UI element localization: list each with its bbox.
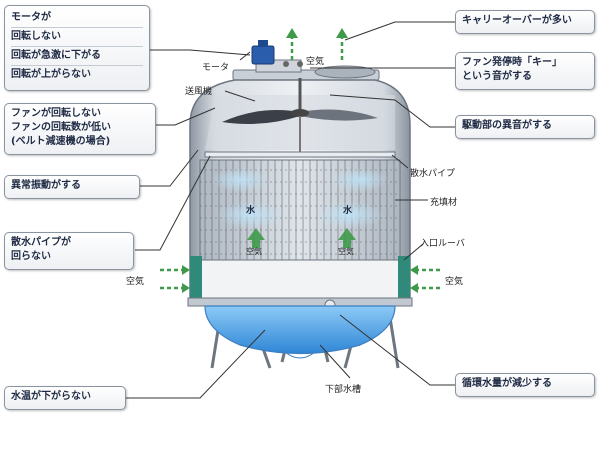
label-spray-pipe: 散水パイプ <box>410 169 456 179</box>
callout-motor-line-4: 回転が上がらない <box>11 69 91 80</box>
callout-noise-line-1: ファン発停時「キー」 <box>462 57 562 68</box>
side-air-arrows <box>160 268 440 290</box>
label-motor: モータ <box>202 63 230 73</box>
callout-fan-issues: ファンが回転しない ファンの回転数が低い (ベルト減速機の場合) <box>4 103 156 155</box>
label-air-top: 空気 <box>306 57 325 67</box>
callout-motor-line-3: 回転が急激に下がる <box>11 47 143 66</box>
callout-water-temp: 水温が下がらない <box>4 386 126 410</box>
motor-icon <box>251 40 303 67</box>
callout-carryover: キャリーオーバーが多い <box>455 10 595 34</box>
fill-media <box>199 159 401 261</box>
inlet-louver-left <box>190 256 202 300</box>
callout-circulation: 循環水量が減少する <box>455 373 595 397</box>
callout-water-temp-text: 水温が下がらない <box>11 391 91 402</box>
label-air-inner-left: 空気 <box>246 247 262 256</box>
label-fill: 充填材 <box>430 198 458 208</box>
callout-motor-issues: モータが 回転しない 回転が急激に下がる 回転が上がらない <box>4 5 150 91</box>
label-water-right: 水 <box>343 206 353 216</box>
label-air-right: 空気 <box>445 277 464 287</box>
callout-spray-pipe: 散水パイプが 回らない <box>4 232 134 270</box>
callout-pipe-line-1: 散水パイプが <box>11 237 71 248</box>
exhaust-air-arrows <box>290 36 344 60</box>
callout-noise-line-2: という音がする <box>462 71 532 82</box>
callout-drive-noise-text: 駆動部の異音がする <box>462 120 552 131</box>
label-basin: 下部水槽 <box>325 385 362 395</box>
callout-fan-line-1: ファンが回転しない <box>11 108 101 119</box>
fan-icon <box>222 78 378 124</box>
spray-pipe-icon <box>204 116 396 158</box>
label-blower: 送風機 <box>185 87 213 97</box>
inlet-louver-right <box>398 256 410 300</box>
callout-vibration: 異常振動がする <box>4 175 140 199</box>
callout-fan-line-3: (ベルト減速機の場合) <box>11 136 111 147</box>
callout-carryover-text: キャリーオーバーが多い <box>462 15 572 26</box>
callout-circulation-text: 循環水量が減少する <box>462 378 552 389</box>
inner-air-arrows <box>247 228 356 248</box>
callout-pipe-line-2: 回らない <box>11 251 51 262</box>
callout-motor-line-1: モータが <box>11 9 143 28</box>
callout-drive-noise: 駆動部の異音がする <box>455 115 595 139</box>
callout-fan-line-2: ファンの回転数が低い <box>11 122 111 133</box>
label-air-left: 空気 <box>126 277 145 287</box>
leader-lines <box>125 21 455 399</box>
label-inlet-louver: 入口ルーバ <box>420 239 465 249</box>
label-air-inner-right: 空気 <box>338 247 354 256</box>
callout-vibration-text: 異常振動がする <box>11 180 81 191</box>
label-water-left: 水 <box>246 206 256 216</box>
lower-basin <box>204 305 396 355</box>
callout-motor-line-2: 回転しない <box>11 28 143 47</box>
callout-fan-stop-noise: ファン発停時「キー」 という音がする <box>455 52 595 90</box>
